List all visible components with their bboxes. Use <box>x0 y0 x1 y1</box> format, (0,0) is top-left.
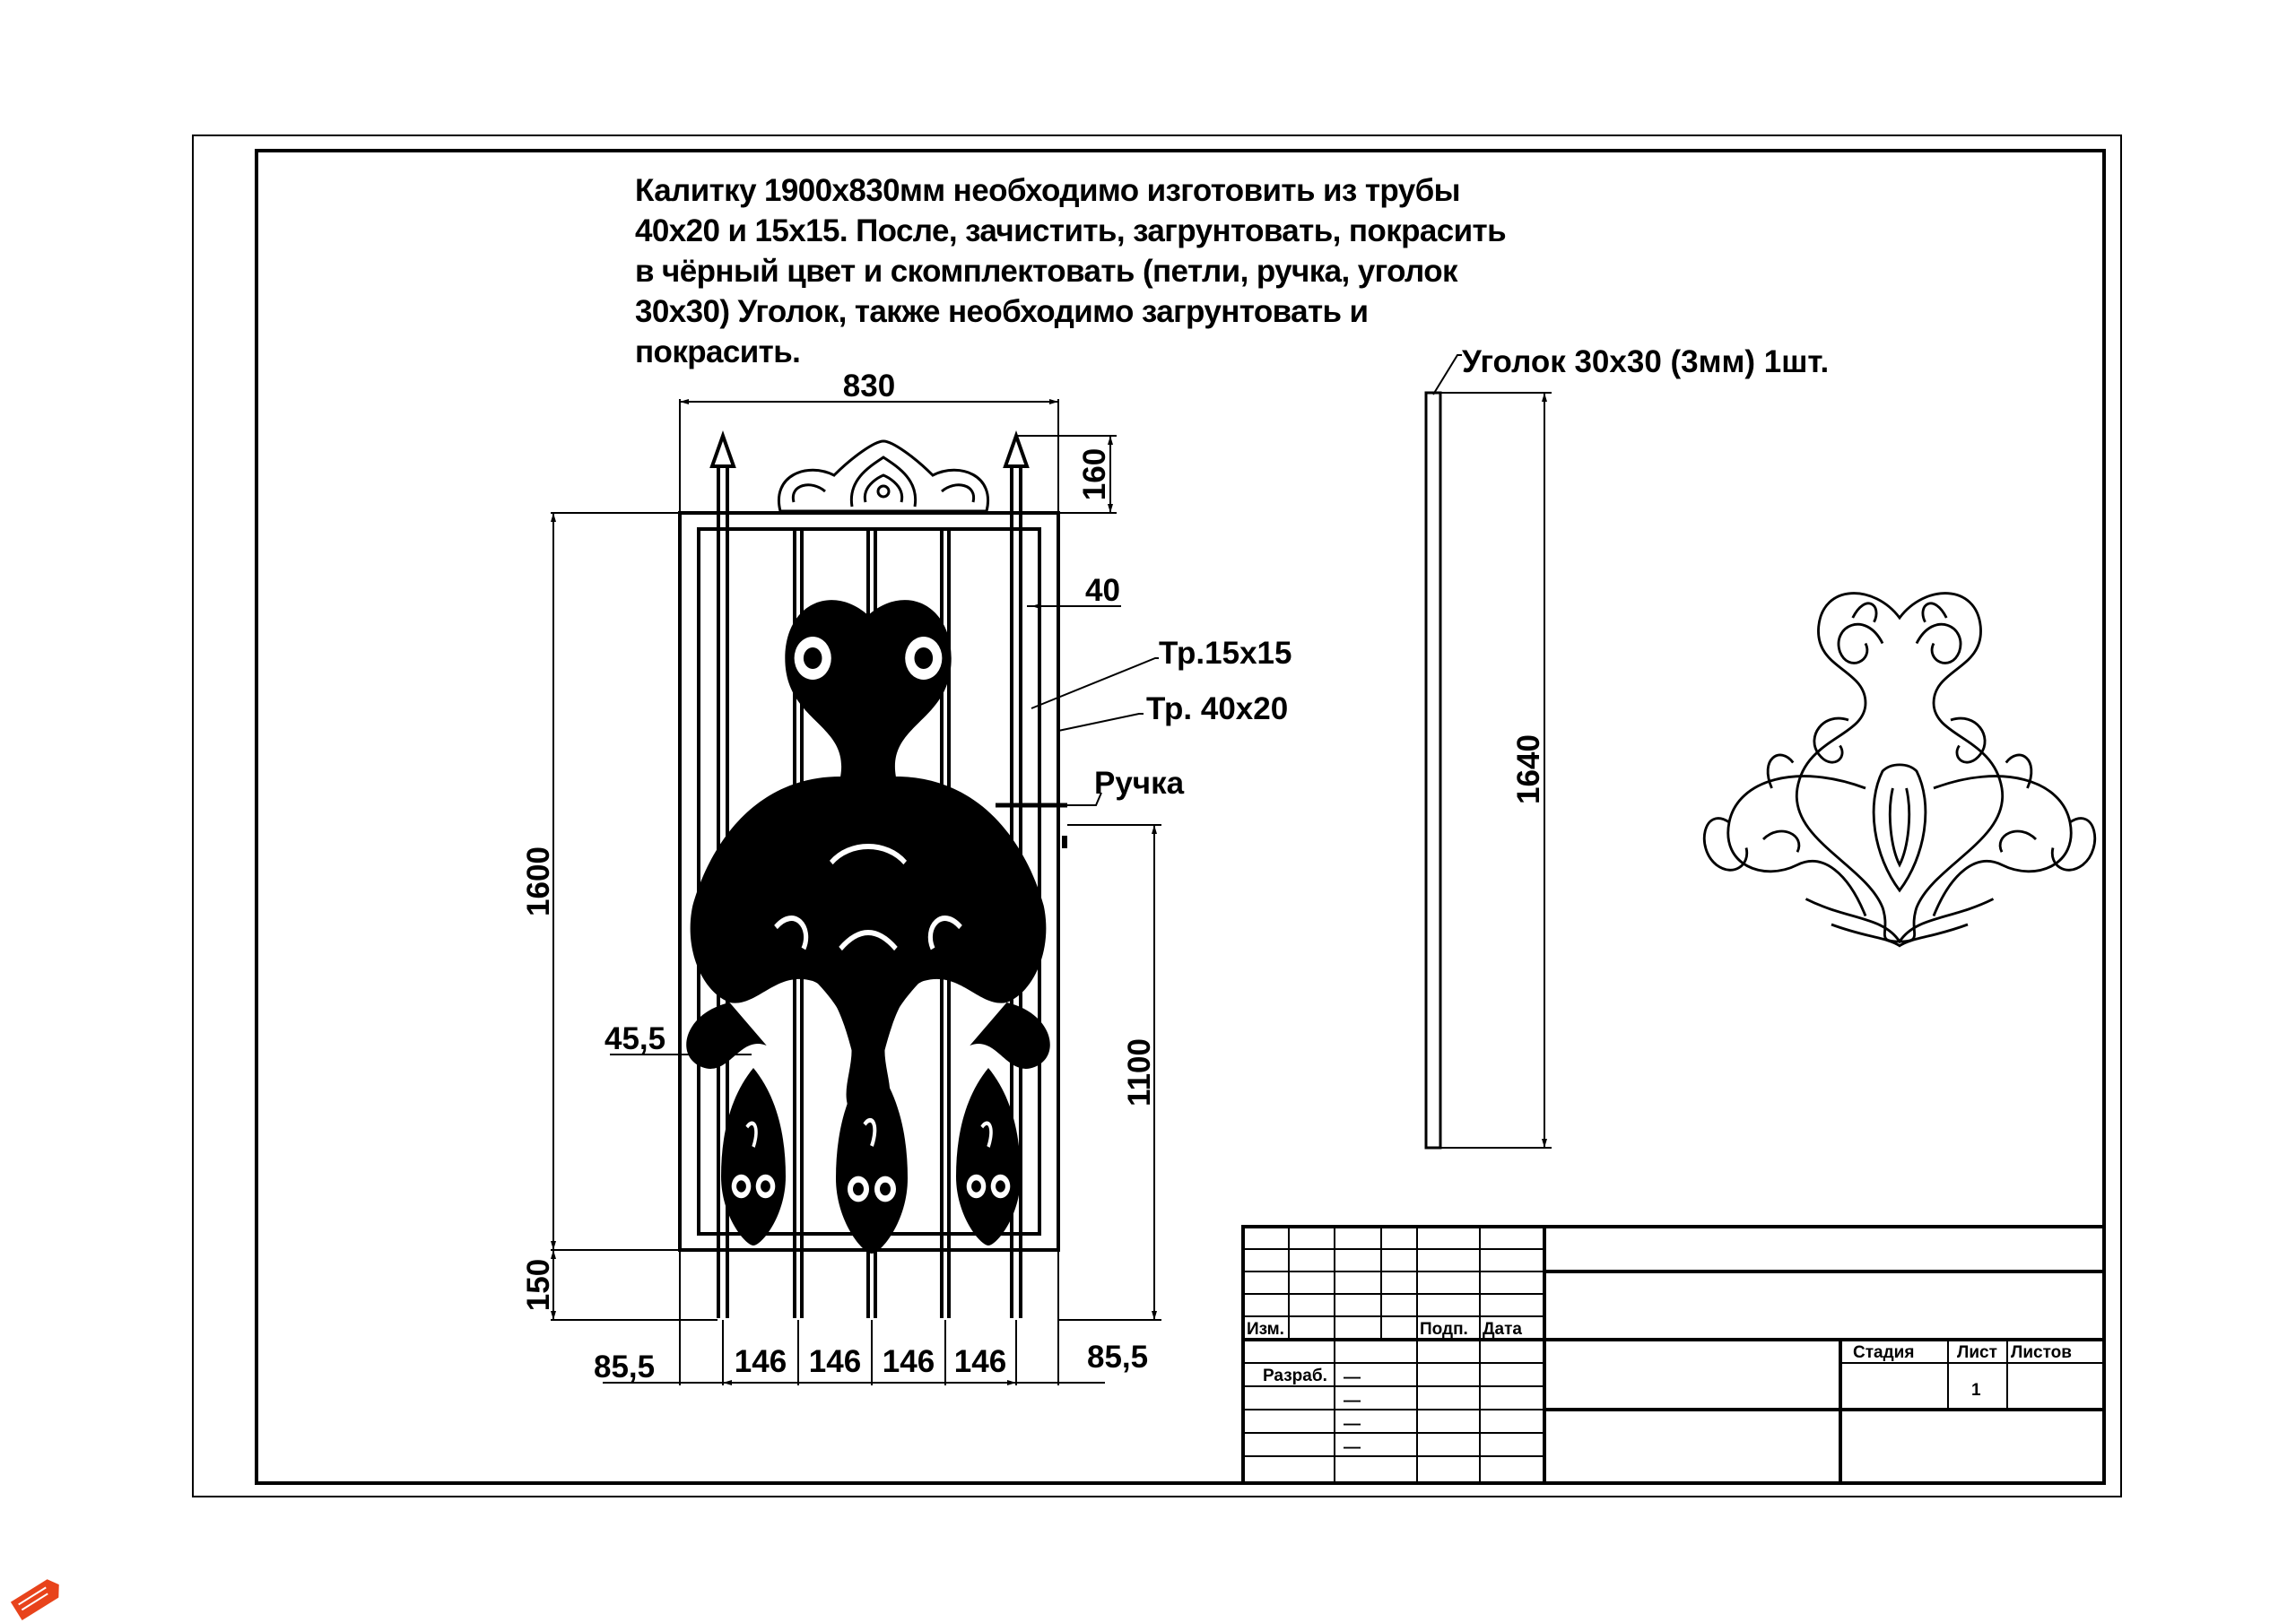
label-tube-15x15: Тр.15х15 <box>1159 636 1292 671</box>
bottom-curl-left <box>721 1068 786 1245</box>
tb-dash-2: — <box>1344 1392 1361 1410</box>
manufacturing-notes: Калитку 1900х830мм необходимо изготовить… <box>635 170 1604 372</box>
tb-list: Лист <box>1957 1343 1997 1362</box>
tb-dash-3: — <box>1344 1415 1361 1434</box>
tb-podp: Подп. <box>1420 1320 1468 1339</box>
angle-profile <box>1424 354 1552 1150</box>
tb-izm: Изм. <box>1247 1320 1284 1339</box>
note-line-4: 30х30) Уголок, также необходимо загрунто… <box>635 294 1369 329</box>
dim-1640: 1640 <box>1511 734 1546 804</box>
dim-1600: 1600 <box>521 846 556 916</box>
dimension-lines <box>551 399 1161 1385</box>
brand-logo <box>10 1579 59 1621</box>
note-line-1: Калитку 1900х830мм необходимо изготовить… <box>635 173 1460 208</box>
outer-sheet-border <box>192 135 2122 1497</box>
tb-razrab: Разраб. <box>1263 1367 1327 1385</box>
dim-150: 150 <box>521 1259 556 1311</box>
dim-45-5: 45,5 <box>604 1021 665 1056</box>
tb-list-number: 1 <box>1971 1381 1981 1400</box>
ornament-detail <box>1702 592 2097 948</box>
tb-dash-4: — <box>1344 1438 1361 1457</box>
top-crest-ornament <box>777 439 990 513</box>
tb-data: Дата <box>1483 1320 1522 1339</box>
tb-listov: Листов <box>2011 1343 2072 1362</box>
spike-left <box>709 430 736 468</box>
dim-146-2: 146 <box>809 1344 861 1379</box>
tb-stadia: Стадия <box>1853 1343 1914 1362</box>
central-ornament <box>686 600 1050 1129</box>
dim-85-5-left: 85,5 <box>594 1350 655 1384</box>
note-line-2: 40х20 и 15х15. После, зачистить, загрунт… <box>635 213 1507 248</box>
label-handle: Ручка <box>1094 766 1185 801</box>
note-line-5: покрасить. <box>635 334 801 369</box>
handle-lock <box>1062 836 1067 848</box>
dim-40: 40 <box>1085 573 1120 608</box>
title-block <box>1241 1225 2106 1485</box>
dim-85-5-right: 85,5 <box>1087 1340 1148 1375</box>
spike-right <box>1003 430 1030 468</box>
dim-1100: 1100 <box>1122 1038 1157 1107</box>
dim-146-1: 146 <box>735 1344 787 1379</box>
label-angle: Уголок 30х30 (3мм) 1шт. <box>1462 344 1829 379</box>
drawing-frame <box>255 149 2106 1485</box>
dim-160: 160 <box>1077 448 1112 500</box>
dim-830: 830 <box>843 369 895 404</box>
dim-146-3: 146 <box>883 1344 935 1379</box>
note-line-3: в чёрный цвет и скомплектовать (петли, р… <box>635 254 1458 289</box>
label-tube-40x20: Тр. 40х20 <box>1146 691 1288 726</box>
dim-146-4: 146 <box>954 1344 1006 1379</box>
tb-dash-1: — <box>1344 1368 1361 1387</box>
